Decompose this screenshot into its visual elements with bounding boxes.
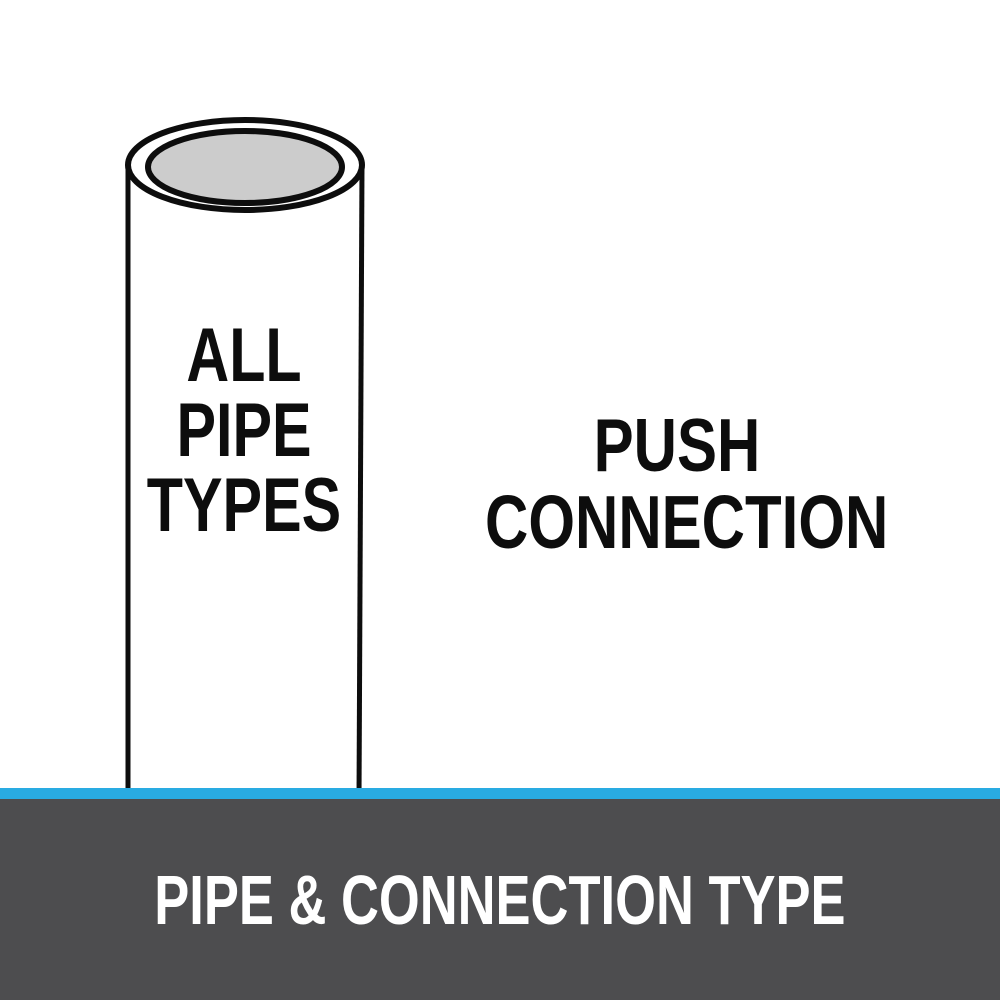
pipe-types-label-line1: ALL [186, 313, 302, 398]
pipe-right-wall-line [356, 164, 365, 800]
push-connection-label-line1: PUSH [593, 403, 761, 487]
footer-band: PIPE & CONNECTION TYPE [0, 799, 1000, 1000]
pipe-opening-ellipse [145, 128, 345, 206]
footer-title: PIPE & CONNECTION TYPE [154, 860, 846, 939]
accent-stripe [0, 788, 1000, 799]
pipe-types-label-line3: TYPES [146, 463, 342, 548]
pipe-types-label: ALL PIPE TYPES [104, 313, 385, 548]
push-connection-label: PUSH CONNECTION [485, 403, 889, 564]
pipe-body [128, 165, 362, 799]
push-connection-label-line2: CONNECTION [485, 480, 889, 564]
pipe-types-label-line2: PIPE [176, 388, 312, 473]
